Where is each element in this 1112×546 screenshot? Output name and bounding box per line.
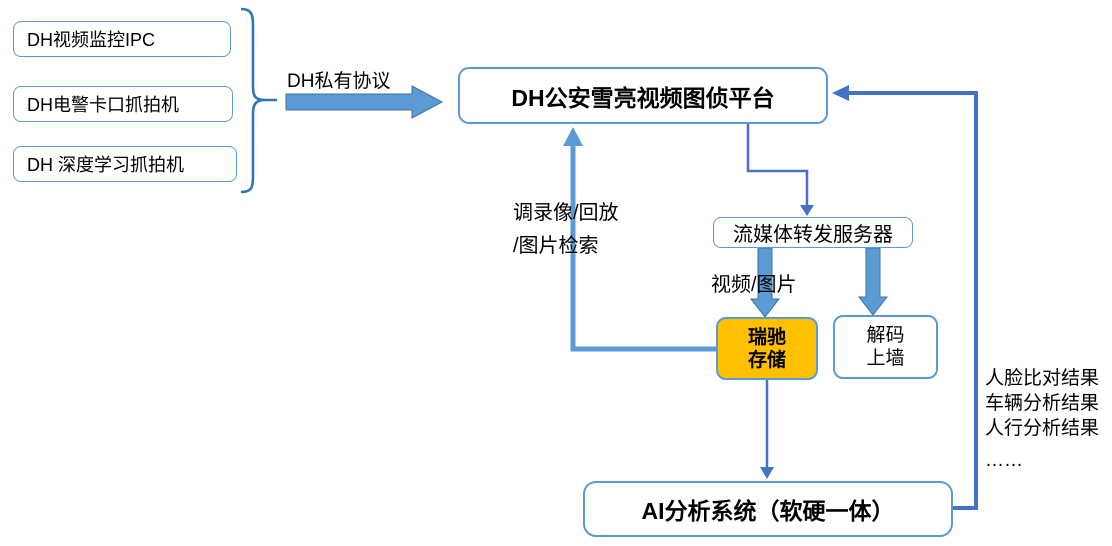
platform-to-media-connector: [746, 124, 809, 207]
source-box-ipc: DH视频监控IPC: [13, 21, 231, 57]
retrieval-label-line2: /图片检索: [513, 235, 599, 257]
source-box-deep-learning-camera-label: DH 深度学习抓拍机: [27, 155, 184, 175]
media-server-box-label: 流媒体转发服务器: [733, 224, 893, 246]
storage-box-label-line1: 瑞驰: [747, 326, 786, 348]
storage-to-platform-connector: [570, 144, 716, 352]
retrieval-label-line1: 调录像/回放: [513, 202, 619, 224]
media-to-storage-arrow: [749, 247, 781, 318]
storage-box-label-line2: 存储: [747, 349, 786, 371]
platform-box: DH公安雪亮视频图侦平台: [458, 67, 828, 124]
source-box-checkpoint-camera: DH电警卡口抓拍机: [13, 86, 233, 122]
decoder-box-label-line2: 上墙: [866, 348, 905, 369]
ai-to-platform-loop: [847, 91, 978, 510]
decoder-box-label-line1: 解码: [866, 325, 905, 346]
protocol-arrow-label: DH私有协议: [287, 71, 391, 92]
storage-box: 瑞驰 存储: [716, 317, 818, 380]
retrieval-label: 调录像/回放 /图片检索: [513, 197, 619, 263]
results-label-line2: 车辆分析结果: [985, 393, 1100, 414]
source-box-ipc-label: DH视频监控IPC: [27, 30, 156, 50]
results-label-line4: ……: [985, 450, 1023, 471]
storage-to-ai-arrowhead: [760, 467, 774, 479]
source-box-checkpoint-camera-label: DH电警卡口抓拍机: [27, 95, 179, 115]
results-label-line3: 人行分析结果: [985, 418, 1100, 439]
video-image-label: 视频/图片: [711, 274, 797, 296]
media-server-box: 流媒体转发服务器: [713, 217, 913, 248]
platform-to-media-arrowhead: [800, 205, 814, 216]
results-label: 人脸比对结果 车辆分析结果 人行分析结果 ……: [985, 366, 1099, 473]
storage-to-platform-arrowhead: [563, 127, 583, 146]
results-label-line1: 人脸比对结果: [985, 368, 1100, 389]
source-box-deep-learning-camera: DH 深度学习抓拍机: [13, 146, 237, 182]
protocol-arrow: [285, 85, 444, 119]
sources-brace: [240, 7, 277, 194]
media-to-decoder-arrow: [857, 247, 889, 316]
ai-system-box: AI分析系统（软硬一体）: [583, 481, 953, 537]
ai-to-platform-arrowhead: [832, 85, 849, 101]
platform-box-label: DH公安雪亮视频图侦平台: [511, 84, 775, 111]
decoder-box: 解码 上墙: [833, 315, 938, 379]
ai-system-box-label: AI分析系统（软硬一体）: [641, 498, 895, 524]
